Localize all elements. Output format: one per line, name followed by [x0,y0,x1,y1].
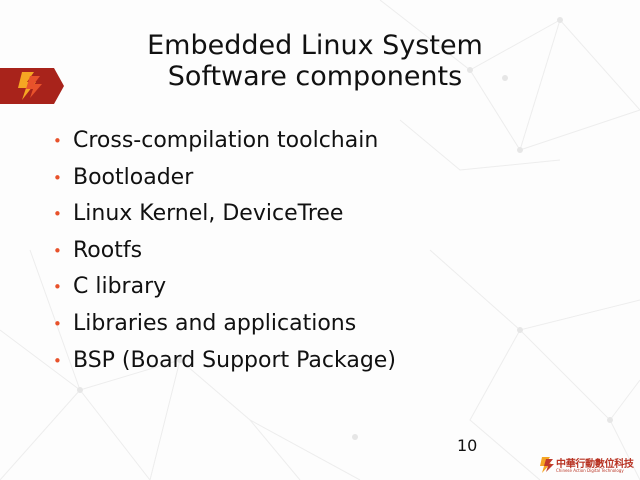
bullet-item: • C library [50,270,396,307]
bullet-item: • BSP (Board Support Package) [50,344,396,381]
bullet-text: BSP (Board Support Package) [73,347,396,373]
bullet-text: C library [73,274,167,300]
title-line-1: Embedded Linux System [147,30,483,61]
bullet-icon: • [53,351,62,370]
bullet-text: Rootfs [73,237,143,263]
bullet-icon: • [53,168,62,187]
bullet-item: • Rootfs [50,234,396,271]
title-line-2: Software components [167,61,463,92]
slide-title: Embedded Linux System Software component… [100,30,530,92]
brand-mark-icon [540,457,554,473]
bullet-text: Libraries and applications [73,310,357,336]
bullet-icon: • [53,241,62,260]
company-name-en: Chinese Action Digital Technology [556,468,624,473]
bullet-item: • Libraries and applications [50,307,396,344]
page-number: 10 [457,436,478,455]
company-name-cn: 中華行動數位科技 [556,459,634,470]
bullet-list: • Cross-compilation toolchain • Bootloader… [50,124,396,380]
bullet-text: Bootloader [73,164,194,190]
bullet-item: • Bootloader [50,161,396,198]
bullet-item: • Linux Kernel, DeviceTree [50,197,396,234]
bullet-text: Linux Kernel, DeviceTree [73,201,344,227]
bullet-icon: • [53,205,62,224]
bullet-item: • Cross-compilation toolchain [50,124,396,161]
bullet-icon: • [53,132,62,150]
bullet-icon: • [53,314,62,333]
bullet-text: Cross-compilation toolchain [73,128,379,153]
brand-logo-corner: 中華行動數位科技 Chinese Action Digital Technolo… [536,452,636,478]
bullet-icon: • [53,278,62,297]
brand-logo-left [0,68,64,104]
